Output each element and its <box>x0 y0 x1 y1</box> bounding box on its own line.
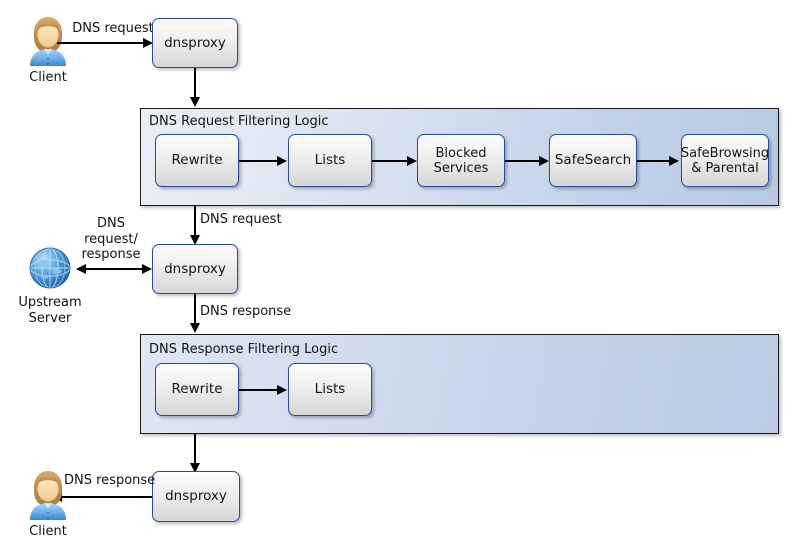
edge-blocked-to-safesearch-line <box>505 160 541 162</box>
actor-caption-client-top: Client <box>29 70 67 85</box>
edge-proxy-to-reqfilter-arrowhead <box>190 97 200 107</box>
edge-reqfilter-to-proxy-arrowhead <box>190 235 200 245</box>
edge-proxy-to-reqfilter-line <box>194 68 196 99</box>
edge-label-dns-request-middle: DNS request <box>200 212 282 227</box>
dnsproxy-top-node[interactable]: dnsproxy <box>152 18 238 68</box>
actor-caption-upstream: Upstream Server <box>18 295 82 326</box>
edge-client-to-proxy-line <box>57 42 145 44</box>
edge-respfilter-to-proxy-line <box>194 434 196 466</box>
node-safesearch[interactable]: SafeSearch <box>549 134 637 187</box>
edge-upstream-proxy-line <box>86 268 144 270</box>
edge-safesearch-to-safebrowsing-line <box>637 160 671 162</box>
edge-blocked-to-safesearch-arrowhead <box>539 155 549 166</box>
edge-respfilter-to-proxy-arrowhead <box>190 463 200 473</box>
section-title-response-filtering: DNS Response Filtering Logic <box>149 342 339 357</box>
edge-label-dns-response-middle: DNS response <box>200 304 292 319</box>
edge-label-dns-response-bottom: DNS response <box>64 473 156 488</box>
edge-reqfilter-to-proxy-line <box>194 206 196 238</box>
node-safebrowsing-parental[interactable]: SafeBrowsing & Parental <box>681 134 769 187</box>
node-lists-response[interactable]: Lists <box>288 363 372 416</box>
user-icon <box>20 466 76 522</box>
section-title-request-filtering: DNS Request Filtering Logic <box>149 114 329 129</box>
edge-safesearch-to-safebrowsing-arrowhead <box>669 155 679 166</box>
edge-lists-to-blocked-line <box>372 160 409 162</box>
edge-rewrite-to-lists-line <box>239 160 279 162</box>
node-rewrite-response[interactable]: Rewrite <box>155 363 239 416</box>
edge-label-dns-request-top: DNS request <box>72 21 154 36</box>
edge-upstream-proxy-arrowhead-left <box>76 263 86 274</box>
globe-icon <box>24 242 76 294</box>
node-lists-request[interactable]: Lists <box>288 134 372 187</box>
actor-caption-client-bottom: Client <box>29 524 67 539</box>
edge-upstream-proxy-arrowhead-right <box>142 263 152 274</box>
section-response-filtering: DNS Response Filtering Logic <box>140 334 779 434</box>
edge-proxy-to-client-line <box>62 496 152 498</box>
edge-rewrite-to-lists-response-arrowhead <box>277 384 287 395</box>
node-rewrite-request[interactable]: Rewrite <box>155 134 239 187</box>
edge-proxy-to-respfilter-line <box>194 294 196 326</box>
edge-proxy-to-respfilter-arrowhead <box>190 323 200 333</box>
user-icon <box>20 12 76 68</box>
edge-label-dns-request-response: DNS request/ response <box>81 216 141 262</box>
edge-client-to-proxy-arrowhead <box>143 37 153 48</box>
edge-lists-to-blocked-arrowhead <box>407 155 417 166</box>
node-blocked-services[interactable]: Blocked Services <box>417 134 505 187</box>
dnsproxy-middle-node[interactable]: dnsproxy <box>152 244 238 294</box>
edge-rewrite-to-lists-arrowhead <box>277 155 287 166</box>
edge-rewrite-to-lists-response-line <box>239 389 279 391</box>
dnsproxy-bottom-node[interactable]: dnsproxy <box>152 471 240 522</box>
